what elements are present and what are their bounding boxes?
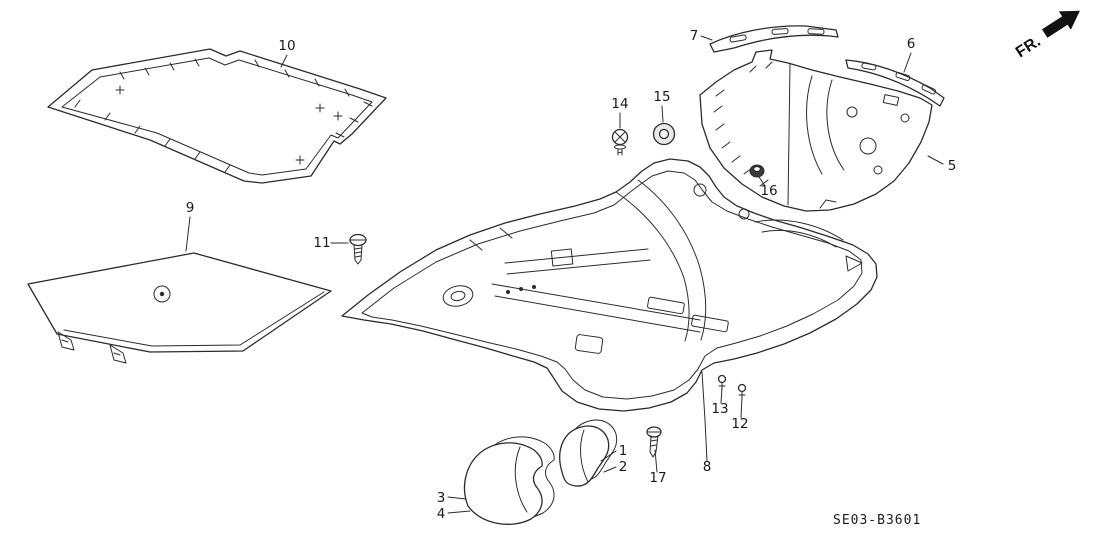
- callout-14: 14: [611, 96, 628, 112]
- callout-9: 9: [186, 200, 195, 216]
- mat-hole: [153, 285, 171, 303]
- mat-hole-center: [159, 291, 165, 297]
- callout-16: 16: [760, 183, 777, 199]
- clip-head: [717, 374, 727, 384]
- mat-clip-left: [57, 331, 75, 351]
- carpet-outline-outer: [341, 158, 878, 412]
- bolt-stem: [617, 148, 623, 156]
- insulator-hatch-marks: [713, 61, 773, 187]
- mat-outline: [27, 252, 332, 353]
- diagram-code: SE03-B3601: [833, 513, 921, 528]
- fr-direction-indicator: FR.: [1013, 10, 1080, 61]
- grommet-inner: [658, 128, 670, 140]
- strip-slot: [861, 62, 877, 71]
- callout-2: 2: [619, 459, 628, 475]
- clip-head: [737, 383, 747, 393]
- screw-shaft: [353, 244, 363, 265]
- callout-6: 6: [907, 36, 916, 52]
- grommet-nut-top: [752, 165, 762, 173]
- insulator-interior-details: [787, 63, 910, 209]
- callout-10: 10: [278, 38, 295, 54]
- part-10-floor-mat: [47, 48, 387, 184]
- pad-1-inner-line: [580, 429, 589, 483]
- strip-slot: [921, 84, 937, 95]
- part-7-stiffener-strip: [709, 25, 839, 53]
- callout-3: 3: [437, 490, 446, 506]
- part-12-clip: [737, 383, 747, 400]
- screw-shaft: [649, 435, 659, 458]
- main-floor-carpet: [341, 158, 878, 412]
- callout-8: 8: [703, 459, 712, 475]
- mat-clip-right: [109, 344, 127, 364]
- fr-label: FR.: [1013, 33, 1044, 61]
- mat-edge-double-line: [63, 291, 325, 347]
- bolt-cross-slot: [614, 131, 626, 143]
- hatch-marks: [74, 58, 373, 173]
- pad-3-inner-line: [514, 446, 528, 513]
- strip-slot: [729, 34, 747, 43]
- callout-4: 4: [437, 506, 446, 522]
- callout-1: 1: [619, 443, 628, 459]
- part-16-grommet-nut: [749, 164, 765, 178]
- mat-outline-outer: [47, 48, 387, 184]
- part-5-dash-insulator: [699, 49, 933, 212]
- part-17-screw: [646, 426, 662, 458]
- part-3-4-insulator-pads: [463, 436, 555, 525]
- part-15-grommet: [652, 122, 676, 146]
- callout-7: 7: [690, 28, 699, 44]
- carpet-interior-details: [442, 179, 863, 354]
- callout-5: 5: [948, 158, 957, 174]
- callout-11: 11: [313, 235, 330, 251]
- bolt-washer: [614, 144, 626, 150]
- part-6-stiffener-strip: [845, 59, 945, 107]
- strip-slot: [771, 28, 789, 35]
- leader-lines: [185, 35, 944, 514]
- callout-13: 13: [711, 401, 728, 417]
- callout-labels: 10 9 11 14 15 7 6 5 16 13 12 8 17 1 2 3 …: [186, 28, 957, 522]
- mat-outline-inner: [61, 57, 373, 176]
- strip-outline: [845, 59, 945, 107]
- callout-15: 15: [653, 89, 670, 105]
- insulator-outline: [699, 49, 933, 212]
- part-9-floor-mat: [27, 252, 332, 364]
- strip-slot: [895, 71, 911, 81]
- callout-12: 12: [731, 416, 748, 432]
- callout-17: 17: [649, 470, 666, 486]
- strip-outline: [709, 25, 839, 53]
- fr-arrow-icon: [1041, 10, 1080, 38]
- part-14-bolt: [611, 128, 629, 156]
- pad-3-outline: [463, 442, 543, 525]
- part-1-2-insulator-pads: [559, 419, 618, 487]
- strip-slot: [807, 28, 825, 35]
- part-11-screw: [349, 233, 367, 265]
- pad-1-outline: [559, 425, 610, 487]
- carpet-outline-inner: [361, 170, 863, 400]
